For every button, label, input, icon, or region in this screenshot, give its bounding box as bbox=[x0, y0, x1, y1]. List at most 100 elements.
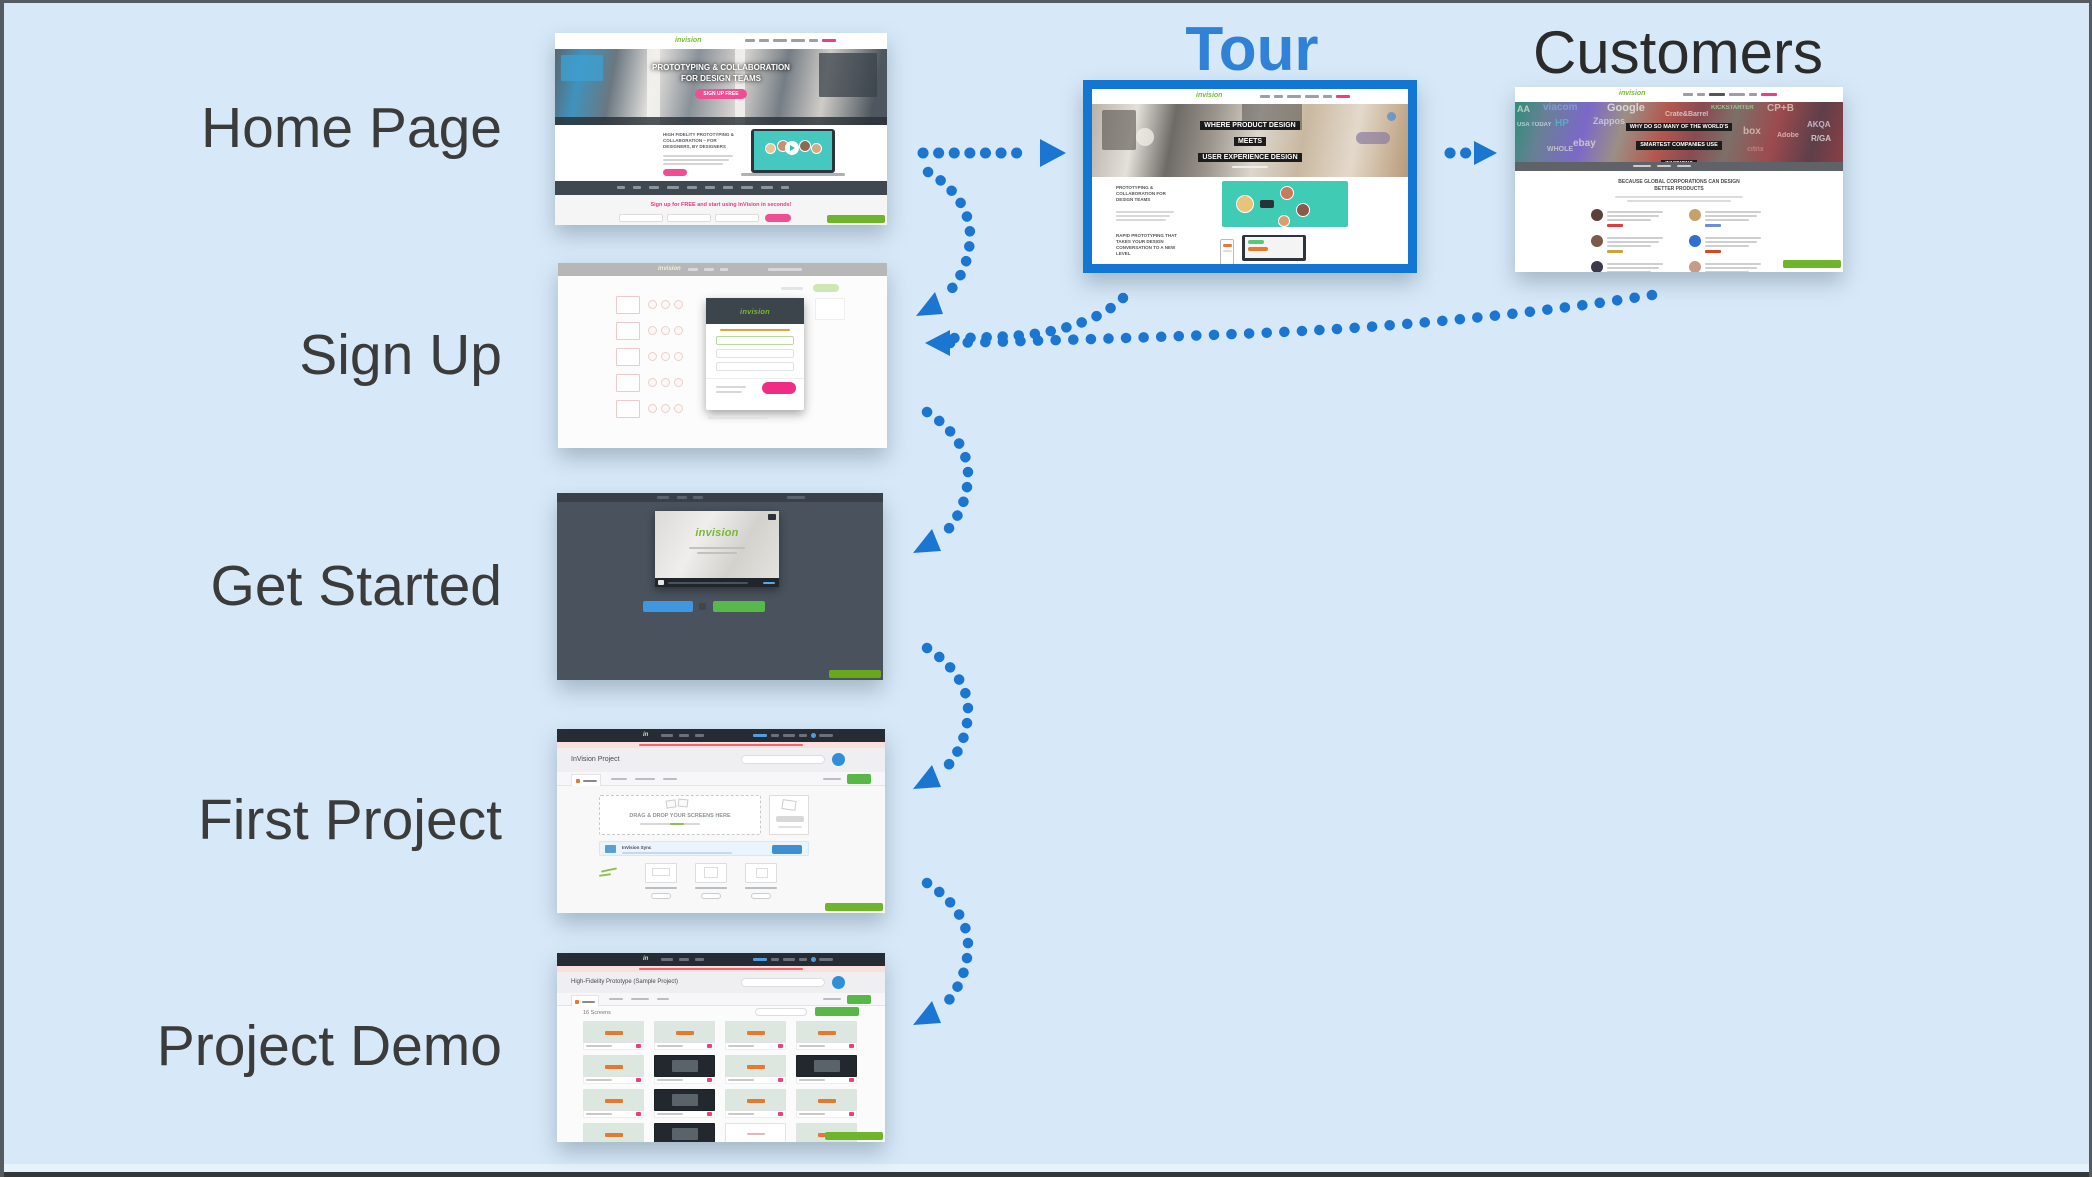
arrow-getstarted-to-firstproject bbox=[921, 642, 974, 777]
screen-card bbox=[583, 1089, 644, 1118]
testimonial-item bbox=[1689, 261, 1767, 272]
folder-icon bbox=[605, 845, 616, 853]
mini-app-navbar: in bbox=[557, 729, 885, 742]
customers-hero-line1: WHY DO SO MANY OF THE WORLD'S bbox=[1625, 123, 1733, 132]
tour-hero-line3: USER EXPERIENCE DESIGN bbox=[1198, 153, 1302, 162]
screens-count: 16 Screens bbox=[583, 1010, 611, 1016]
screen-card bbox=[583, 1021, 644, 1050]
mini-alert-banner bbox=[557, 966, 885, 972]
thumbnail-home-page[interactable]: invision PROTOTYPING & COLLABORATION FOR… bbox=[555, 33, 887, 225]
invision-logo: invision bbox=[675, 37, 702, 44]
screen-card bbox=[654, 1021, 715, 1050]
mini-input bbox=[667, 214, 711, 222]
label-get-started: Get Started bbox=[210, 554, 503, 618]
label-customers: Customers bbox=[1532, 19, 1824, 86]
screen-card bbox=[796, 1021, 857, 1050]
dropzone-text: DRAG & DROP YOUR SCREENS HERE bbox=[629, 813, 731, 819]
customer-logo-word: KICKSTARTER bbox=[1711, 105, 1754, 111]
mini-video-controls bbox=[655, 578, 779, 587]
mini-staircase bbox=[819, 53, 877, 97]
mini-project-header: InVision Project bbox=[557, 748, 885, 772]
feedback-ribbon bbox=[825, 903, 883, 911]
thumbnail-first-project[interactable]: in InVision Project bbox=[557, 729, 885, 913]
customer-logo-word: citrix bbox=[1747, 146, 1764, 153]
tour-hero-line1: WHERE PRODUCT DESIGN bbox=[1200, 121, 1300, 130]
arrow-firstproject-to-projectdemo bbox=[921, 877, 974, 1013]
sync-label: InVision Sync bbox=[622, 845, 652, 850]
mini-subnav bbox=[1515, 162, 1843, 171]
invision-logo: invision bbox=[695, 527, 739, 539]
customer-logo-word: Adobe bbox=[1777, 132, 1799, 139]
mini-alert-banner bbox=[557, 742, 885, 748]
screen-card bbox=[583, 1055, 644, 1084]
testimonial-item bbox=[1689, 209, 1767, 227]
hero-title-line2: FOR DESIGN TEAMS bbox=[680, 74, 761, 83]
faint-wireframe-row bbox=[616, 294, 736, 320]
download-now-pill bbox=[772, 845, 802, 854]
testimonial-item bbox=[1591, 235, 1669, 253]
mini-input bbox=[715, 214, 759, 222]
thumbnail-get-started[interactable]: invision bbox=[557, 493, 883, 680]
faint-green-button bbox=[813, 284, 839, 292]
mini-browser-bar: invision bbox=[558, 263, 887, 276]
hero-title-line1: PROTOTYPING & COLLABORATION bbox=[652, 63, 790, 72]
mini-avatar-badge bbox=[832, 753, 845, 766]
label-first-project: First Project bbox=[197, 788, 502, 852]
customer-logo-word: Crate&Barrel bbox=[1665, 111, 1709, 118]
mini-logo-strip bbox=[555, 181, 887, 195]
mini-hero-photo: WHERE PRODUCT DESIGN MEETS USER EXPERIEN… bbox=[1092, 104, 1408, 177]
mini-screen bbox=[561, 55, 603, 81]
customer-logo-word: AA bbox=[1517, 104, 1530, 114]
mini-input bbox=[716, 336, 794, 345]
arrowhead-left-signup bbox=[925, 330, 950, 356]
mini-site-header: invision bbox=[1092, 89, 1408, 104]
customer-logo-word: viacom bbox=[1543, 102, 1578, 113]
thumbnail-sign-up[interactable]: invision invision bbox=[558, 263, 887, 448]
faint-wireframe-row bbox=[616, 398, 736, 424]
customer-logo-word: Zappos bbox=[1593, 116, 1626, 126]
arrowhead-down-firstproject bbox=[913, 765, 941, 789]
signup-strip-text: Sign up for FREE and start using InVisio… bbox=[650, 202, 792, 208]
mini-laptop bbox=[751, 129, 835, 173]
mini-side-card bbox=[769, 795, 809, 835]
signup-modal: invision bbox=[706, 298, 804, 410]
demo-project-button bbox=[643, 601, 693, 612]
screen-card bbox=[725, 1089, 786, 1118]
mini-hero-photo: PROTOTYPING & COLLABORATION FOR DESIGN T… bbox=[555, 49, 887, 125]
mini-search bbox=[741, 978, 825, 987]
mini-page-faded: invision bbox=[558, 276, 887, 448]
tour-feature-2: RAPID PROTOTYPING THAT TAKES YOUR DESIGN… bbox=[1116, 233, 1177, 256]
testimonial-item bbox=[1689, 235, 1767, 253]
testimonial-item bbox=[1591, 261, 1669, 272]
customers-heading-2: BETTER PRODUCTS bbox=[1654, 186, 1704, 192]
label-tour: Tour bbox=[1185, 15, 1319, 84]
mini-input bbox=[716, 349, 794, 358]
screen-card bbox=[796, 1055, 857, 1084]
feedback-ribbon bbox=[1783, 260, 1841, 268]
screen-card bbox=[583, 1123, 644, 1142]
label-project-demo: Project Demo bbox=[156, 1014, 502, 1078]
mini-cta-pill bbox=[663, 169, 687, 176]
label-home-page: Home Page bbox=[200, 96, 502, 160]
arrow-home-to-signup bbox=[922, 166, 976, 303]
screen-card bbox=[796, 1089, 857, 1118]
feature-heading: HIGH FIDELITY PROTOTYPING & COLLABORATIO… bbox=[663, 132, 734, 149]
screen-card bbox=[654, 1089, 715, 1118]
mini-submit-pill bbox=[765, 214, 791, 222]
signup-free-button: SIGN UP FREE bbox=[695, 89, 747, 99]
customer-logo-word: box bbox=[1743, 126, 1761, 137]
faint-wireframe-row bbox=[616, 320, 736, 346]
customer-logo-word: AKQA bbox=[1807, 120, 1831, 129]
thumbnail-project-demo[interactable]: in High-Fidelity Prototype (Sample Proje… bbox=[557, 953, 885, 1142]
mini-tabs bbox=[557, 993, 885, 1006]
arrow-customers-to-signup bbox=[944, 289, 1658, 349]
upload-screens-button bbox=[815, 1007, 859, 1016]
invision-logo: invision bbox=[740, 306, 770, 316]
teal-collab-panel bbox=[1222, 181, 1348, 227]
thumbnail-tour[interactable]: invision WHERE PRODUCT DESIGN MEETS USER… bbox=[1083, 80, 1417, 273]
customers-hero-line2: SMARTEST COMPANIES USE bbox=[1636, 141, 1722, 150]
